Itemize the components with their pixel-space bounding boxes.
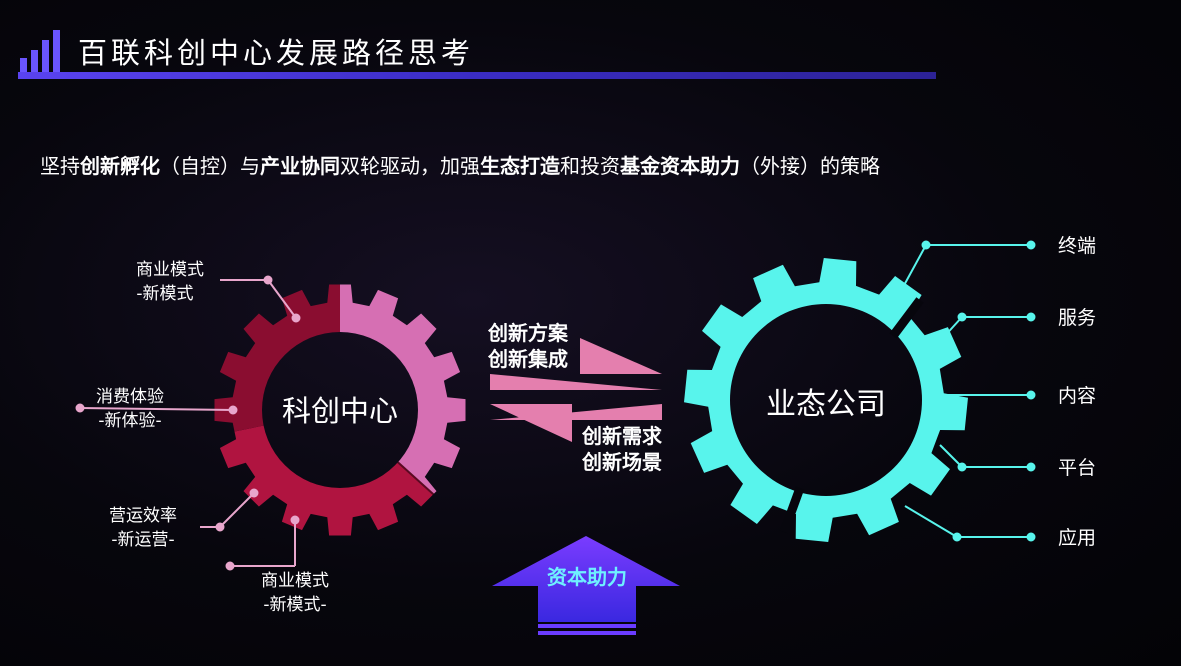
left-label-3-line2: -新运营- (111, 530, 174, 550)
right-gear-center-label: 业态公司 (766, 387, 886, 422)
left-gear-center-label: 科创中心 (282, 394, 398, 428)
right-label-platform: 平台 (1058, 457, 1096, 479)
arrow-left-shape (490, 404, 662, 442)
strategy-subtitle: 坚持创新孵化（自控）与产业协同双轮驱动，加强生态打造和投资基金资本助力（外接）的… (40, 154, 880, 178)
left-label-4-line2: -新模式- (263, 595, 326, 615)
exchange-arrows (490, 338, 662, 442)
right-label-content: 内容 (1058, 385, 1096, 407)
arrow-top-line2: 创新集成 (487, 347, 568, 371)
arrow-bottom-line1: 创新需求 (581, 424, 663, 448)
left-gear-sector-red (193, 410, 453, 563)
left-gear-sector-dark (189, 260, 340, 440)
left-gear-callouts (75, 275, 301, 571)
arrow-labels: 创新方案 创新集成 创新需求 创新场景 (487, 321, 663, 474)
right-label-terminal: 终端 (1058, 235, 1096, 257)
right-gear-callouts (895, 240, 1036, 542)
right-label-service: 服务 (1058, 307, 1096, 329)
capital-arrow-shape (492, 536, 680, 622)
arrow-top-line1: 创新方案 (487, 321, 569, 345)
title-underline (18, 72, 936, 79)
left-gear (189, 259, 494, 563)
right-gear-gap-top (889, 297, 924, 339)
right-gear (684, 258, 968, 542)
bar-chart-logo-icon (20, 30, 60, 72)
page-title: 百联科创中心发展路径思考 (78, 36, 475, 70)
left-label-1-line2: -新模式 (136, 284, 193, 304)
left-label-1-line1: 商业模式 (136, 260, 204, 280)
right-gear-gap-bottom (779, 486, 805, 534)
right-gear-labels: 终端 服务 内容 平台 应用 (1058, 235, 1096, 549)
left-label-4-line1: 商业模式 (261, 571, 329, 591)
left-label-3-line1: 营运效率 (109, 506, 177, 526)
arrow-bottom-line2: 创新场景 (581, 450, 662, 474)
left-label-2-line1: 消费体验 (96, 387, 164, 407)
left-label-2-line2: -新体验- (98, 411, 161, 431)
capital-arrow-label: 资本助力 (547, 565, 627, 589)
arrow-right-shape (490, 338, 662, 390)
left-gear-labels: 商业模式 -新模式 消费体验 -新体验- 营运效率 -新运营- 商业模式 -新模… (96, 260, 329, 615)
left-gear-sector-pink (340, 259, 494, 512)
capital-arrow: 资本助力 (492, 536, 680, 635)
right-label-application: 应用 (1058, 527, 1096, 549)
